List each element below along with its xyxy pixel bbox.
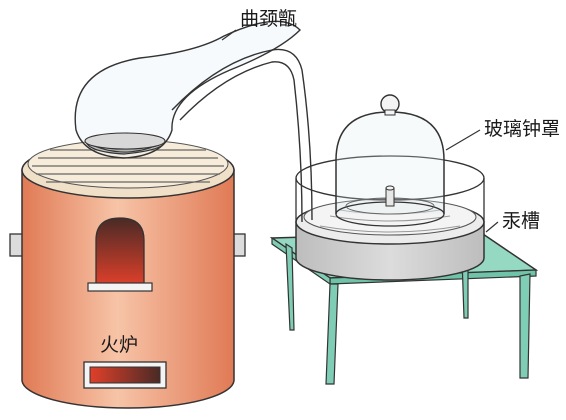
trough-leader — [485, 221, 499, 233]
retort — [74, 20, 313, 223]
retort-leader — [221, 29, 237, 41]
furnace-window-bar — [87, 282, 153, 292]
bell-jar-leader — [445, 129, 481, 151]
table-leg — [325, 283, 339, 385]
label-bell-jar: 玻璃钟罩 — [484, 118, 561, 140]
table-leg — [519, 273, 531, 379]
label-retort: 曲颈甑 — [240, 8, 298, 30]
table-leg — [285, 242, 295, 331]
furnace-window — [95, 217, 145, 287]
furnace — [9, 139, 246, 409]
label-furnace: 火炉 — [100, 334, 139, 356]
label-mercury-trough: 汞槽 — [502, 210, 541, 232]
leader-lines — [221, 29, 499, 233]
bell-jar — [335, 94, 445, 227]
